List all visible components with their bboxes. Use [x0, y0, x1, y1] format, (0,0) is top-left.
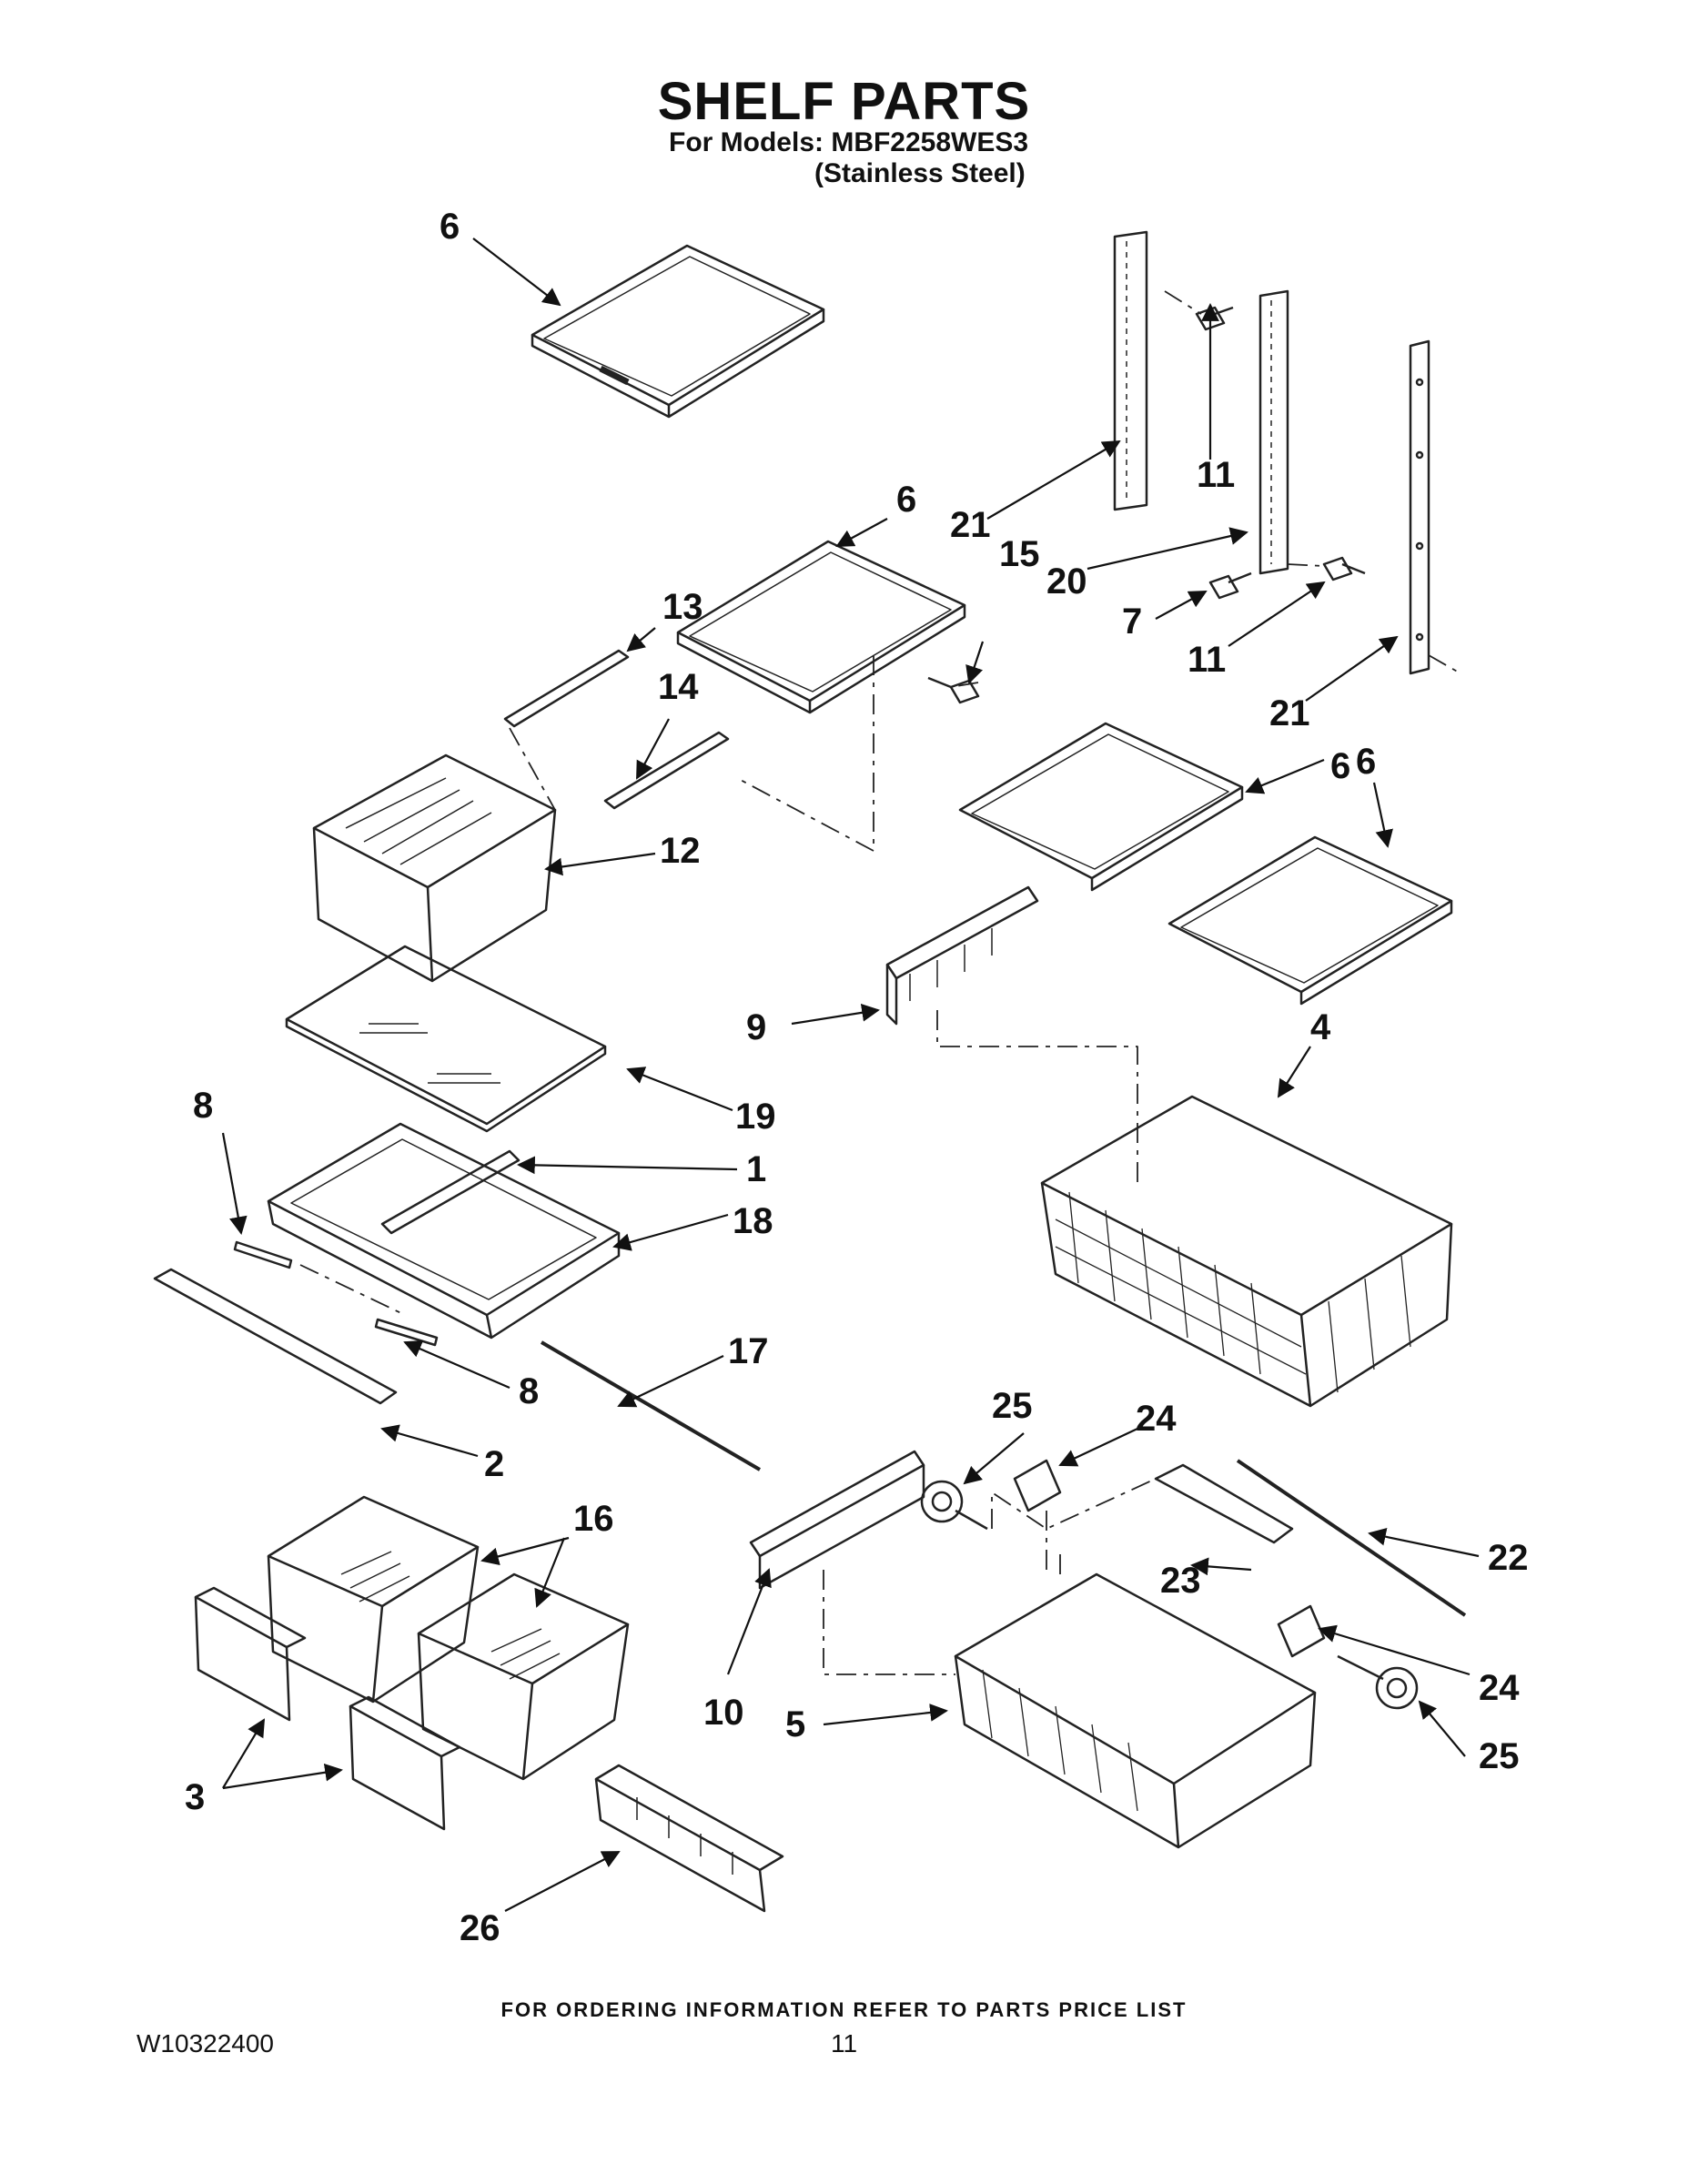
wire-basket-4: [1040, 1095, 1453, 1408]
callout-17: 17: [728, 1331, 769, 1371]
wire-basket-5: [954, 1572, 1317, 1849]
screw-15: [927, 676, 980, 704]
page-title: SHELF PARTS: [657, 72, 1031, 131]
panel-26: [594, 1764, 784, 1913]
callout-11-mid: 11: [1188, 640, 1226, 680]
handle-3-left: [194, 1586, 307, 1722]
rod-22: [1236, 1459, 1467, 1617]
callout-14: 14: [658, 667, 699, 707]
callout-6-second: 6: [896, 480, 916, 520]
callout-19: 19: [735, 1097, 776, 1137]
slide-13: [503, 649, 630, 728]
document-number: W10322400: [136, 2029, 275, 2058]
page-number: 11: [830, 2029, 858, 2058]
bin-16-right: [417, 1572, 630, 1781]
callout-7: 7: [1122, 602, 1142, 642]
callout-25-upper: 25: [992, 1386, 1033, 1426]
callout-11-top: 11: [1197, 455, 1235, 495]
callout-8-right: 8: [519, 1371, 539, 1411]
callout-18: 18: [733, 1201, 773, 1241]
callout-21-right: 21: [1269, 693, 1310, 733]
callout-25-lower: 25: [1479, 1736, 1520, 1776]
rail-middle: [1258, 289, 1289, 575]
callout-10: 10: [703, 1693, 744, 1733]
callout-6-right-upper: 6: [1330, 746, 1350, 786]
trim-2: [153, 1268, 398, 1405]
callout-labels: 6 21 11 6 15 20 7 11 21 13 14 12 6 6 9 4…: [185, 207, 1529, 1948]
bin-16-left: [267, 1495, 480, 1704]
callout-5: 5: [785, 1704, 805, 1744]
clip-8-right: [374, 1318, 439, 1347]
divider-9: [885, 885, 1039, 1026]
glass-shelf-19: [285, 945, 607, 1133]
screw-7: [1208, 571, 1252, 600]
gear-25-lower: [1337, 1654, 1419, 1710]
shelf-right-upper: [958, 722, 1244, 892]
callout-4: 4: [1310, 1007, 1331, 1047]
shelf-second: [676, 540, 966, 714]
callout-2: 2: [484, 1444, 504, 1484]
callout-22: 22: [1488, 1538, 1529, 1578]
models-line: For Models: MBF2258WES3: [669, 127, 1029, 157]
callout-13: 13: [662, 587, 703, 627]
screw-11-mid: [1322, 556, 1366, 581]
callout-26: 26: [460, 1908, 500, 1948]
pan-cover-18: [267, 1122, 621, 1340]
callout-9: 9: [746, 1007, 766, 1047]
callout-8-left: 8: [193, 1086, 213, 1126]
callout-15: 15: [999, 534, 1040, 574]
leader-arrows: [221, 238, 1480, 1912]
gear-25-upper: [920, 1480, 988, 1531]
bracket-24-lower: [1277, 1604, 1326, 1658]
clip-8-left: [233, 1240, 293, 1269]
callout-24-upper: 24: [1136, 1399, 1177, 1439]
callout-24-lower: 24: [1479, 1668, 1520, 1708]
callout-6-right-lower: 6: [1356, 742, 1376, 782]
screw-11-top: [1195, 306, 1234, 331]
callout-1: 1: [746, 1149, 766, 1189]
shelf-right-lower: [1167, 835, 1453, 1006]
ordering-note: FOR ORDERING INFORMATION REFER TO PARTS …: [500, 1998, 1188, 2021]
callout-6-top: 6: [440, 207, 460, 247]
callout-20: 20: [1046, 561, 1087, 602]
model-variant: (Stainless Steel): [814, 158, 1026, 188]
model-info: For Models: MBF2258WES3 (Stainless Steel…: [669, 127, 1028, 189]
handle-3-right: [349, 1695, 461, 1831]
rod-17: [540, 1340, 762, 1471]
divider-10: [749, 1450, 925, 1590]
callout-3: 3: [185, 1777, 205, 1817]
callout-21-left: 21: [950, 505, 991, 545]
pan-12: [312, 753, 557, 983]
callout-12: 12: [660, 831, 701, 871]
rail-left: [1113, 230, 1148, 511]
bracket-24-upper: [1013, 1459, 1062, 1512]
shelf-top: [531, 244, 825, 419]
bracket-23: [1154, 1463, 1294, 1544]
callout-23: 23: [1160, 1561, 1201, 1601]
callout-16: 16: [573, 1499, 614, 1539]
slide-14: [603, 731, 730, 810]
rail-right: [1409, 339, 1430, 675]
